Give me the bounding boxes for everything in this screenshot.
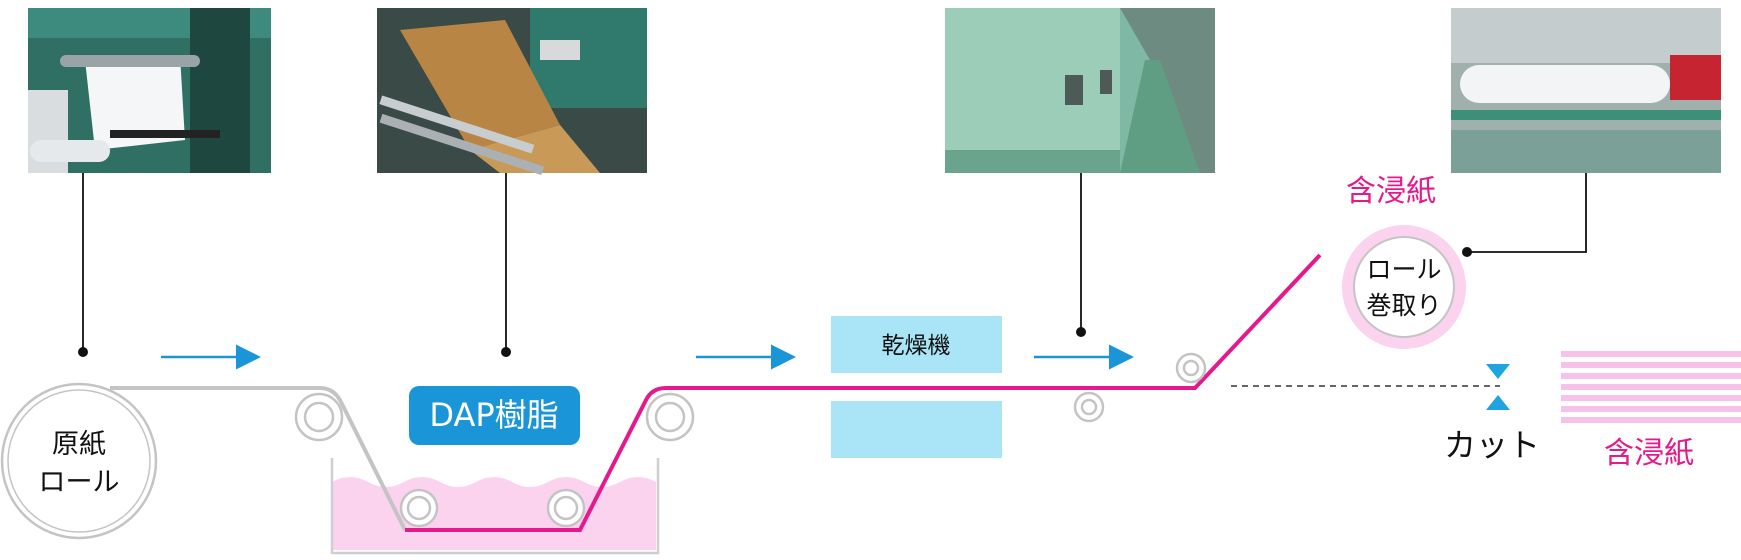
base-roll-label-line2: ロール <box>39 467 120 498</box>
resin-label: DAP樹脂 <box>429 396 558 434</box>
photo-roll-winder <box>1451 8 1721 173</box>
paper-path <box>110 253 1322 532</box>
roller-3 <box>546 488 586 528</box>
winder-label-line1: ロール <box>1366 255 1441 284</box>
dryer: 乾燥機 <box>831 316 1002 458</box>
cut-label: カット <box>1444 426 1540 464</box>
base-roll-label-line1: 原紙 <box>52 429 106 460</box>
impregnated-paper-top-label: 含浸紙 <box>1346 174 1436 209</box>
base-paper-roll: 原紙 ロール <box>0 382 158 540</box>
roller-6 <box>1175 352 1207 384</box>
photo-dryer-corridor <box>945 8 1215 173</box>
roller-2 <box>399 488 439 528</box>
roller-1 <box>294 392 344 442</box>
photo-resin-coating <box>377 8 647 176</box>
roller-5 <box>1073 391 1105 423</box>
winder-label-line2: 巻取り <box>1366 291 1441 320</box>
photo-paper-feed <box>28 8 271 173</box>
resin-badge: DAP樹脂 <box>409 386 580 445</box>
cut-section: カット <box>1231 364 1540 464</box>
roller-4 <box>645 392 695 442</box>
dryer-label: 乾燥機 <box>882 333 951 359</box>
impregnated-sheet-stack <box>1561 351 1741 423</box>
winder-roll: ロール 巻取り <box>1342 225 1466 349</box>
impregnated-paper-output-label: 含浸紙 <box>1604 436 1694 471</box>
cut-marker-top <box>1486 364 1510 379</box>
cut-marker-bottom <box>1486 395 1510 410</box>
photo-leader-lines <box>78 173 1587 357</box>
